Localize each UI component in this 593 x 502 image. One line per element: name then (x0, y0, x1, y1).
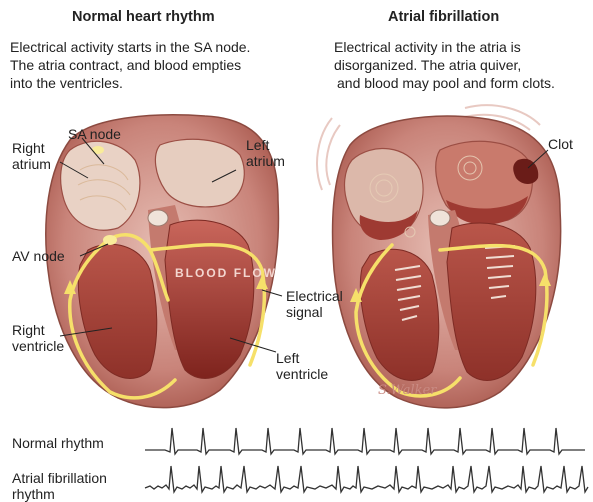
afib-rhythm-label: Atrial fibrillation rhythm (12, 470, 107, 502)
left-ventricle-label-line: ventricle (276, 366, 328, 382)
blood-flow-label-line: BLOOD (175, 266, 228, 280)
normal-sa-node-marker (92, 146, 104, 154)
right-atrium-label: Right atrium (12, 140, 51, 172)
right-ventricle-label-line: ventricle (12, 338, 64, 354)
normal-right-atrium-chamber (61, 141, 140, 230)
left-ventricle-label: Left ventricle (276, 350, 328, 382)
left-ventricle-label-line: Left (276, 350, 328, 366)
blood-flow-label-line: FLOW (234, 266, 277, 280)
right-atrium-label-line: Right (12, 140, 51, 156)
right-ventricle-label-line: Right (12, 322, 64, 338)
artist-signature: S.Walker (378, 383, 437, 398)
electrical-signal-label-line: signal (286, 304, 343, 320)
afib-valve-ring (430, 210, 450, 226)
right-ventricle-label: Right ventricle (12, 322, 64, 354)
normal-av-node-marker (103, 235, 117, 245)
afib-rhythm-label-line: Atrial fibrillation (12, 470, 107, 486)
left-atrium-label-line: Left (246, 137, 285, 153)
sa-node-label: SA node (68, 126, 121, 142)
clot-label: Clot (548, 136, 573, 152)
left-atrium-label-line: atrium (246, 153, 285, 169)
normal-rhythm-label: Normal rhythm (12, 435, 104, 451)
blood-flow-label: BLOOD FLOW (175, 265, 277, 281)
afib-rhythm-trace (145, 466, 588, 492)
normal-valve-ring (148, 210, 168, 226)
afib-heart (317, 105, 561, 408)
electrical-signal-label-line: Electrical (286, 288, 343, 304)
normal-rhythm-trace (145, 428, 585, 454)
av-node-label: AV node (12, 248, 65, 264)
electrical-signal-label: Electrical signal (286, 288, 343, 320)
left-atrium-label: Left atrium (246, 137, 285, 169)
afib-rhythm-label-line: rhythm (12, 486, 107, 502)
right-atrium-label-line: atrium (12, 156, 51, 172)
